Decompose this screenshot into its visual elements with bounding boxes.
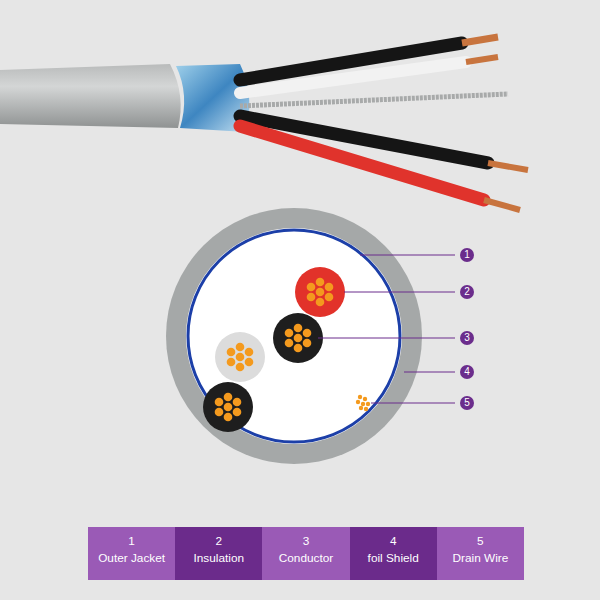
callout-number: 4 <box>350 533 437 550</box>
callout-number: 1 <box>464 249 470 260</box>
drain-wire-photo <box>240 94 508 106</box>
part-name: Drain Wire <box>437 550 524 567</box>
outer-jacket <box>166 208 422 464</box>
copper-tip <box>462 37 498 43</box>
drain-wire <box>356 395 370 411</box>
legend-cell: 1Outer Jacket <box>88 527 175 580</box>
jacket-inner <box>186 228 402 444</box>
copper-tip <box>488 163 528 170</box>
part-name: Conductor <box>262 550 349 567</box>
callout-number: 3 <box>262 533 349 550</box>
callout-number: 5 <box>464 397 470 408</box>
callout-number: 5 <box>437 533 524 550</box>
part-name: Insulation <box>175 550 262 567</box>
legend-cell: 3Conductor <box>262 527 349 580</box>
callout-number: 1 <box>88 533 175 550</box>
white-conductor <box>215 332 265 382</box>
cable-jacket <box>0 64 181 128</box>
legend-cell: 5Drain Wire <box>437 527 524 580</box>
copper-tip <box>484 200 520 210</box>
callout-circle: 3 <box>460 331 474 345</box>
part-name: foil Shield <box>350 550 437 567</box>
black-conductor <box>203 382 253 432</box>
conductor-strands <box>215 278 334 422</box>
callout-number: 2 <box>464 286 470 297</box>
leader-lines <box>318 255 455 403</box>
red-conductor <box>295 267 345 317</box>
callout-circle: 2 <box>460 285 474 299</box>
part-name: Outer Jacket <box>88 550 175 567</box>
callout-circle: 1 <box>460 248 474 262</box>
callout-number: 3 <box>464 332 470 343</box>
legend-cell: 2Insulation <box>175 527 262 580</box>
callout-circle: 5 <box>460 396 474 410</box>
copper-tip <box>466 57 498 62</box>
black-conductor <box>273 313 323 363</box>
legend-cell: 4foil Shield <box>350 527 437 580</box>
callout-number: 4 <box>464 366 470 377</box>
callout-circle: 4 <box>460 365 474 379</box>
callout-number: 2 <box>175 533 262 550</box>
white-wire <box>240 62 466 93</box>
foil-shield <box>188 230 400 442</box>
red-wire <box>240 126 484 200</box>
